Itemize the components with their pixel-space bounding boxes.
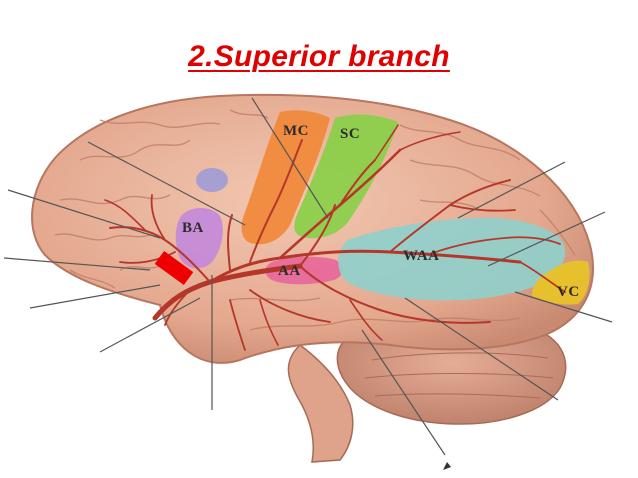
label-ba: BA xyxy=(182,220,204,236)
brainstem xyxy=(287,344,354,463)
visual-cortex-area xyxy=(532,260,590,305)
pointer-arrow-icon xyxy=(443,462,451,470)
label-vc: VC xyxy=(557,284,580,300)
sensory-cortex-area xyxy=(294,114,398,239)
label-waa: WAA xyxy=(403,248,440,264)
slide-title: 2.Superior branch xyxy=(188,40,450,73)
leader-lines xyxy=(3,97,613,456)
label-mc: MC xyxy=(283,123,309,139)
arteries xyxy=(104,124,566,351)
brocas-area-region xyxy=(175,207,223,269)
occlusion-marker xyxy=(154,250,194,286)
small-purple-area xyxy=(196,168,228,192)
label-sc: SC xyxy=(340,126,360,142)
motor-cortex-area xyxy=(241,110,330,245)
label-aa: AA xyxy=(278,263,301,279)
gyri-pattern xyxy=(54,109,576,331)
